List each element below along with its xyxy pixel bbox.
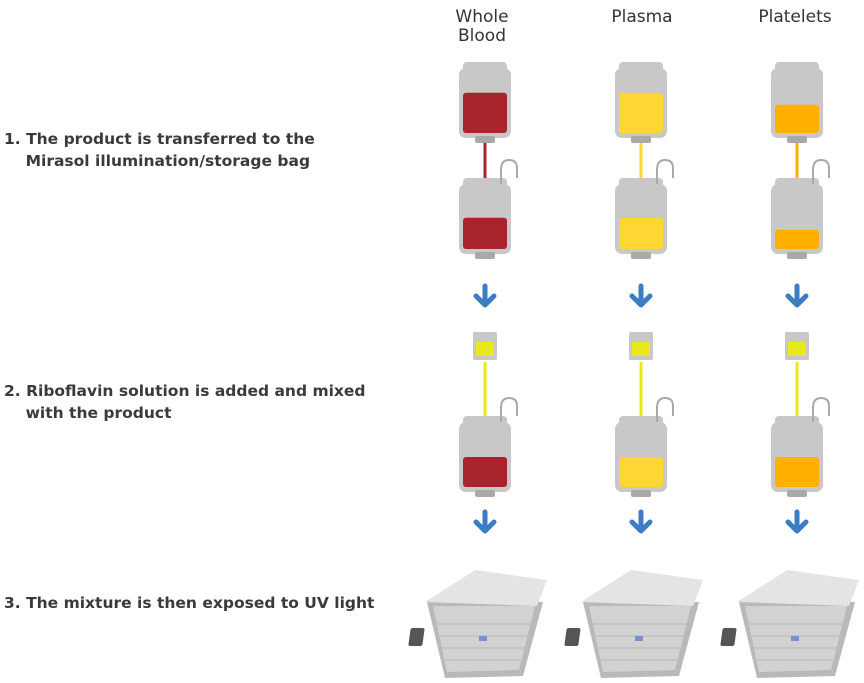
down-arrow-icon xyxy=(629,283,653,308)
step-1-label: 1. The product is transferred to the Mir… xyxy=(4,130,315,170)
step-2-label: 2. Riboflavin solution is added and mixe… xyxy=(4,382,366,422)
column-header-plasma: Plasma xyxy=(611,7,673,27)
uv-illuminator-icon xyxy=(408,570,547,678)
step-3-label: 3. The mixture is then exposed to UV lig… xyxy=(4,594,375,612)
transfer-bags-whole-blood xyxy=(459,62,518,259)
column-header-whole-blood: Whole Blood xyxy=(455,7,509,46)
down-arrow-icon xyxy=(473,509,497,534)
uv-illuminator-icon xyxy=(564,570,703,678)
uv-illuminator-icon xyxy=(720,570,859,678)
riboflavin-bags-platelets xyxy=(771,332,830,497)
transfer-bags-platelets xyxy=(771,62,830,259)
down-arrow-icon xyxy=(785,509,809,534)
riboflavin-bags-plasma xyxy=(615,332,674,497)
riboflavin-bags-whole-blood xyxy=(459,332,518,497)
transfer-bags-plasma xyxy=(615,62,674,259)
down-arrow-icon xyxy=(473,283,497,308)
down-arrow-icon xyxy=(629,509,653,534)
column-header-platelets: Platelets xyxy=(758,7,832,27)
down-arrow-icon xyxy=(785,283,809,308)
